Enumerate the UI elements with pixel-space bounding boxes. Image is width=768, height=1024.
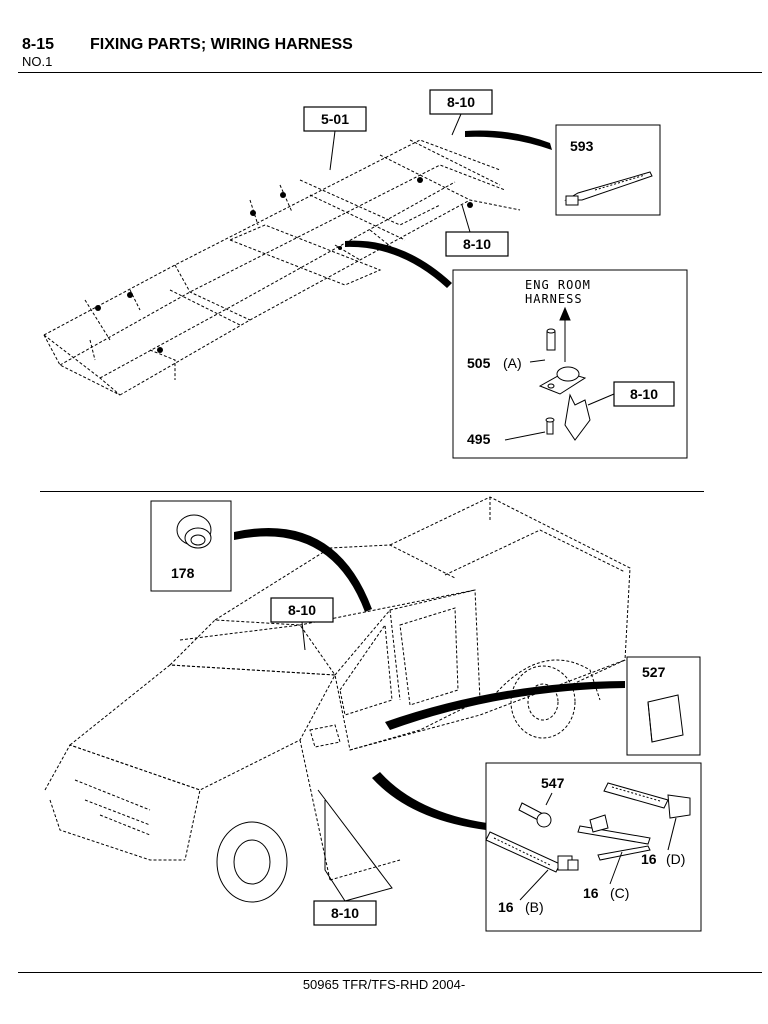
svg-text:8-10: 8-10 [447,94,475,110]
pickup-truck [44,496,631,881]
svg-text:HARNESS: HARNESS [525,292,583,306]
page-subtitle: NO.1 [22,54,53,69]
section-divider [40,491,704,492]
svg-text:16: 16 [583,885,599,901]
chassis-frame [43,139,521,396]
part-527-box: 527 [626,656,701,756]
footer-text: 50965 TFR/TFS-RHD 2004- [302,977,466,992]
svg-text:16: 16 [641,851,657,867]
svg-text:178: 178 [171,565,195,581]
grommet-icon [176,514,212,549]
pad-icon [647,694,684,743]
bolt-547-drawing [518,802,552,828]
svg-text:8-10: 8-10 [463,236,491,252]
ref-box-8-10-top: 8-10 [429,89,493,136]
svg-text:(A): (A) [503,355,522,371]
svg-text:(D): (D) [666,851,685,867]
leader-arrow-detail-top [345,240,452,288]
svg-text:ENG ROOM: ENG ROOM [525,278,591,292]
truck-wheels [216,665,576,903]
svg-text:593: 593 [570,138,594,154]
clip-b-drawing [485,831,579,873]
clip-c-drawing [577,814,651,861]
svg-text:527: 527 [642,664,666,680]
svg-text:(B): (B) [525,899,544,915]
harness-arrow [559,306,571,362]
svg-text:5-01: 5-01 [321,111,349,127]
part-593-box: 593 [555,124,661,216]
clip-505-drawing [538,328,591,441]
ref-box-8-10-roof: 8-10 [270,597,334,651]
svg-text:8-10: 8-10 [630,386,658,402]
frame-bracket-details [95,177,473,353]
svg-text:8-10: 8-10 [288,602,316,618]
ref-box-5-01: 5-01 [303,106,367,171]
clip-d-drawing [603,782,691,819]
ref-box-8-10-frame: 8-10 [445,204,509,257]
cable-tie-icon [564,171,653,206]
ref-box-8-10-bottom: 8-10 [313,789,393,926]
svg-text:8-10: 8-10 [331,905,359,921]
leader-arrow-593 [465,130,552,150]
header-rule [18,72,762,73]
detail-eng-room: ENG ROOM HARNESS 505 (A) 495 8-10 [452,269,688,459]
section-number: 8-15 [22,36,55,53]
svg-text:505: 505 [467,355,491,371]
svg-text:16: 16 [498,899,514,915]
footer-rule [18,972,762,973]
detail-fixing-clips: 547 16 (B) 16 (C) 16 (D) [485,762,702,932]
svg-text:547: 547 [541,775,565,791]
leader-arrow-178 [234,528,372,612]
part-178-box: 178 [150,500,232,592]
bolt-495-drawing [545,417,555,435]
page-title: FIXING PARTS; WIRING HARNESS [90,36,353,53]
svg-text:(C): (C) [610,885,629,901]
leader-arrow-527 [385,681,625,730]
svg-text:495: 495 [467,431,491,447]
leader-arrow-detail-bottom [372,772,487,830]
